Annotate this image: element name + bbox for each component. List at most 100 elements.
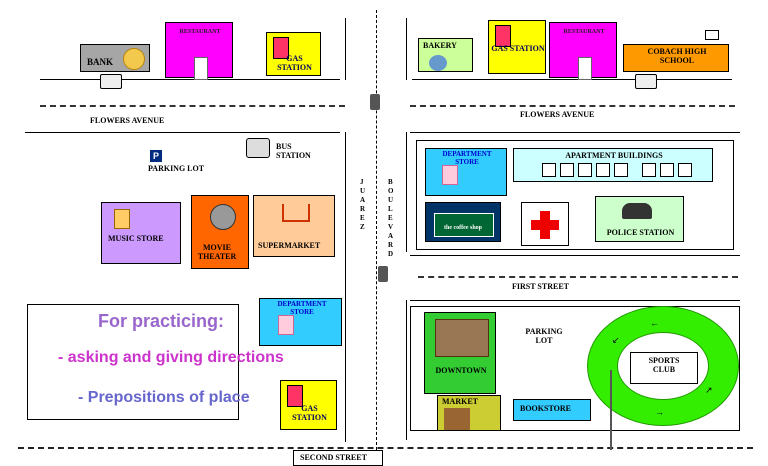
parking-sign-icon: P (150, 150, 162, 162)
second-street-text: SECOND STREET (300, 453, 367, 462)
police-station-label: POLICE STATION (606, 228, 675, 237)
apartment-window (614, 163, 628, 177)
sports-club-label: SPORTS CLUB (648, 356, 680, 374)
city-block (410, 306, 740, 431)
shopping-bag-icon (278, 315, 294, 335)
department-store-building: DEPARTMENT STORE (259, 298, 342, 346)
door (194, 57, 208, 80)
department-store-label: DEPARTMENT STORE (277, 300, 327, 316)
gas-station-building: GAS STATION (266, 32, 321, 76)
city-block (416, 140, 734, 250)
flowers-avenue-centerline (40, 105, 345, 107)
arrow-icon: → (655, 407, 664, 417)
movie-theater-label: MOVIE THEATER (197, 243, 237, 261)
market-photo (444, 408, 470, 430)
restaurant-building: RESTAURANT (165, 22, 233, 80)
department-store-building: DEPARTMENT STORE (425, 148, 507, 196)
door (578, 57, 592, 80)
gas-station-label: GAS STATION (491, 44, 545, 53)
road-edge (345, 132, 346, 442)
road-edge (25, 132, 340, 133)
bank-building: BANK (80, 44, 150, 72)
bakery-building: BAKERY (418, 38, 473, 72)
baker-icon (429, 55, 447, 71)
bakery-label: BAKERY (423, 41, 457, 50)
film-reel-icon (210, 204, 236, 230)
flowers-avenue-label: FLOWERS AVENUE (520, 110, 595, 119)
gas-pump-icon (287, 385, 303, 407)
gas-station-label: GAS STATION (292, 404, 327, 422)
practice-title: For practicing: (98, 311, 225, 331)
juarez-boulevard-centerline (376, 10, 377, 450)
apartment-window (660, 163, 674, 177)
flowers-avenue-label: FLOWERS AVENUE (90, 116, 165, 125)
arrow-icon: ↗ (705, 385, 713, 395)
hospital-building (521, 202, 569, 246)
apartment-window (542, 163, 556, 177)
road-edge (40, 79, 340, 80)
music-store-label: MUSIC STORE (108, 234, 164, 243)
school-building: COBACH HIGH SCHOOL (623, 44, 729, 72)
apartment-window (560, 163, 574, 177)
second-street-centerline (18, 447, 753, 449)
road-edge (406, 132, 407, 252)
apartment-window (596, 163, 610, 177)
restaurant-building: RESTAURANT (549, 22, 617, 80)
runner-icon (610, 370, 630, 450)
restaurant-label: RESTAURANT (179, 29, 221, 35)
practice-item-directions: - asking and giving directions (58, 349, 284, 366)
coin-icon (123, 48, 145, 70)
coffee-shop-sign (434, 213, 494, 237)
parking-lot-label: PARKING LOT (148, 164, 205, 173)
police-cap-icon (622, 203, 652, 219)
coffee-shop-building: the coffee shop (425, 202, 501, 242)
road-edge (410, 255, 740, 256)
downtown-building: DOWNTOWN (424, 312, 496, 394)
bookstore-label: BOOKSTORE (520, 404, 571, 413)
gas-station-label: GAS STATION (277, 54, 312, 72)
downtown-label: DOWNTOWN (435, 366, 487, 375)
arrow-icon: ↙ (612, 335, 620, 345)
bookstore-building: BOOKSTORE (513, 399, 591, 421)
shopping-bag-icon (442, 165, 458, 185)
traffic-light-icon (370, 94, 380, 110)
road-edge (406, 18, 407, 80)
police-station-building: POLICE STATION (595, 196, 684, 242)
coffee-shop-label: the coffee shop (444, 225, 482, 231)
department-store-label: DEPARTMENT STORE (442, 150, 492, 166)
supermarket-building: SUPERMARKET (253, 195, 335, 257)
road-edge (410, 300, 740, 301)
road-edge (412, 79, 732, 80)
downtown-photo (435, 319, 489, 357)
restaurant-label: RESTAURANT (563, 29, 605, 35)
bus-station-icon (246, 138, 270, 158)
music-store-building: MUSIC STORE (101, 202, 181, 264)
bus-station-label: BUS STATION (276, 142, 311, 160)
parking-lot-label: PARKING LOT (525, 327, 563, 345)
apartment-windows (542, 163, 712, 177)
apartment-window (678, 163, 692, 177)
practice-box: For practicing: - asking and giving dire… (27, 304, 284, 420)
market-building: MARKET (437, 395, 501, 431)
music-bag-icon (114, 209, 130, 229)
road-edge (406, 300, 407, 440)
school-label: COBACH HIGH SCHOOL (647, 47, 707, 65)
traffic-light-icon (378, 266, 388, 282)
apartment-window (578, 163, 592, 177)
market-label: MARKET (442, 397, 478, 406)
bus-icon (100, 74, 122, 89)
gas-station-building: GAS STATION (280, 380, 337, 430)
bus-icon (635, 74, 657, 89)
sports-club-building: SPORTS CLUB (630, 352, 698, 384)
first-street-label: FIRST STREET (512, 282, 569, 291)
shopping-cart-icon (282, 204, 310, 222)
apartment-label: APARTMENT BUILDINGS (565, 151, 663, 160)
arrow-icon: ← (650, 318, 659, 328)
apartment-window (642, 163, 656, 177)
flag-icon (705, 30, 719, 40)
practice-item-prepositions: - Prepositions of place (78, 389, 250, 406)
gas-pump-icon (273, 37, 289, 59)
first-street-centerline (418, 276, 738, 278)
